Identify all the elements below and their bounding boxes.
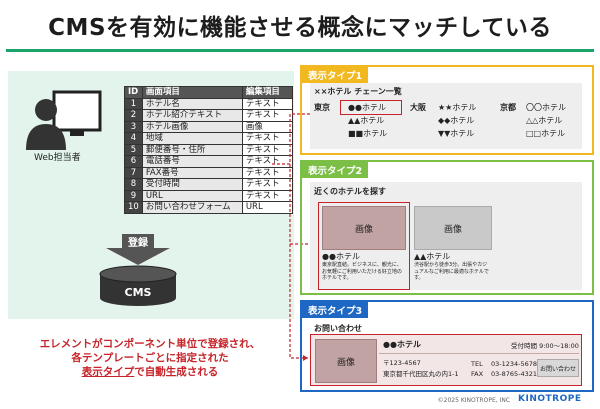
row-item: 受付時間 [141, 178, 243, 191]
hotel-item: ◆◆ホテル [438, 116, 475, 125]
register-label: 登録 [127, 236, 149, 249]
hotel-item: 〇〇ホテル [526, 103, 566, 112]
tel-number: 03-1234-5678 [491, 360, 538, 368]
display-type-1-label: 表示タイプ1 [302, 67, 369, 83]
hotel-image-placeholder: 画像 [414, 206, 492, 250]
display-type-2-label: 表示タイプ2 [302, 162, 369, 178]
hotel-image-placeholder: 画像 [315, 339, 377, 383]
contact-heading: お問い合わせ [314, 324, 362, 333]
row-id: 7 [124, 166, 143, 179]
display-type-2-box: 表示タイプ2 近くのホテルを探す 画像 ●●ホテル 東京駅直結。ビジネスに、観光… [300, 160, 594, 295]
row-item: 郵便番号・住所 [141, 143, 243, 156]
tel-label: TEL [471, 360, 483, 368]
row-id: 6 [124, 155, 143, 168]
row-id: 8 [124, 178, 143, 191]
fax-number: 03-8765-4321 [491, 370, 538, 378]
hotel-image-placeholder: 画像 [322, 206, 406, 250]
address: 東京都千代田区丸の内1-1 [383, 370, 459, 378]
cms-database-icon: CMS [99, 265, 177, 306]
fax-label: FAX [471, 370, 484, 378]
contact-button[interactable]: お問い合わせ [537, 359, 579, 377]
user-at-computer-icon [26, 90, 102, 150]
contact-card: 画像 ●●ホテル 受付時間 9:00～18:00 〒123-4567 東京都千代… [310, 334, 582, 386]
page-title: CMSを有効に機能させる概念にマッチしている [48, 15, 552, 41]
card-description: 渋谷駅から徒歩3分。出張やカジュアルなご利用に最適なホテルです。 [414, 262, 489, 281]
postal-code: 〒123-4567 [383, 359, 421, 367]
row-type: テキスト [241, 97, 293, 110]
hotel-item: ▼▼ホテル [438, 129, 475, 138]
card-hotel-name: ●●ホテル [322, 252, 360, 261]
highlight-frame [340, 100, 402, 115]
kinotrope-logo: KINOTROPE [518, 394, 582, 404]
nearby-heading: 近くのホテルを探す [314, 187, 386, 196]
caption-text: エレメントがコンポーネント単位で登録され、 各テンプレートごとに指定された 表示… [0, 337, 300, 379]
hotel-item: ▲▲ホテル [348, 116, 385, 125]
caption-line-1: エレメントがコンポーネント単位で登録され、 [39, 338, 261, 350]
row-type: テキスト [241, 178, 293, 191]
hotel-item: ●●ホテル [348, 103, 386, 112]
card-hotel-name: ▲▲ホテル [414, 252, 451, 261]
row-type: 画像 [241, 120, 293, 133]
row-item: 地域 [141, 132, 243, 145]
register-arrow-icon: 登録 [106, 234, 170, 265]
table-header-row: ID 画面項目 編集項目 [124, 86, 293, 99]
highlight-frame [318, 202, 410, 290]
row-type: テキスト [241, 143, 293, 156]
caption-line-3-rest: で自動生成される [134, 366, 219, 378]
divider [379, 353, 579, 354]
region-osaka: 大阪 [410, 103, 426, 112]
hotel-item: ■■ホテル [348, 129, 388, 138]
reception-hours: 受付時間 9:00～18:00 [511, 342, 579, 350]
region-kyoto: 京都 [500, 103, 516, 112]
row-item: ホテル画像 [141, 120, 243, 133]
caption-line-2: 各テンプレートごとに指定された [71, 352, 229, 364]
row-type: テキスト [241, 166, 293, 179]
hotel-item: □□ホテル [526, 129, 566, 138]
row-type: テキスト [241, 189, 293, 202]
type2-panel: 近くのホテルを探す 画像 ●●ホテル 東京駅直結。ビジネスに、観光に、お気軽にご… [310, 182, 582, 290]
caption-display-type: 表示タイプ [81, 366, 135, 378]
row-type: URL [241, 201, 293, 214]
row-id: 3 [124, 120, 143, 133]
display-type-3-label: 表示タイプ3 [302, 302, 369, 318]
row-id: 5 [124, 143, 143, 156]
region-tokyo: 東京 [314, 103, 330, 112]
copyright: ©2025 KINOTROPE, INC [437, 397, 510, 404]
contact-hotel-name: ●●ホテル [383, 340, 421, 349]
card-description: 東京駅直結。ビジネスに、観光に、お気軽にご利用いただける好立地のホテルです。 [322, 262, 402, 281]
caption-line-3: 表示タイプで自動生成される [0, 365, 300, 379]
row-item: 電話番号 [141, 155, 243, 168]
display-type-1-box: 表示タイプ1 ××ホテル チェーン一覧 東京 ●●ホテル ▲▲ホテル ■■ホテル… [300, 65, 594, 155]
type1-panel: ××ホテル チェーン一覧 東京 ●●ホテル ▲▲ホテル ■■ホテル 大阪 ★★ホ… [310, 83, 582, 149]
cms-label: CMS [125, 286, 152, 299]
display-type-3-box: 表示タイプ3 お問い合わせ 画像 ●●ホテル 受付時間 9:00～18:00 〒… [300, 300, 594, 392]
title-underline [6, 49, 594, 52]
row-item: FAX番号 [141, 166, 243, 179]
row-type: テキスト [241, 155, 293, 168]
row-type: テキスト [241, 132, 293, 145]
hotel-item: ★★ホテル [438, 103, 477, 112]
row-item: URL [141, 189, 243, 202]
chain-title: ××ホテル チェーン一覧 [314, 87, 402, 96]
hotel-item: △△ホテル [526, 116, 563, 125]
web-admin-label: Web担当者 [34, 153, 81, 163]
